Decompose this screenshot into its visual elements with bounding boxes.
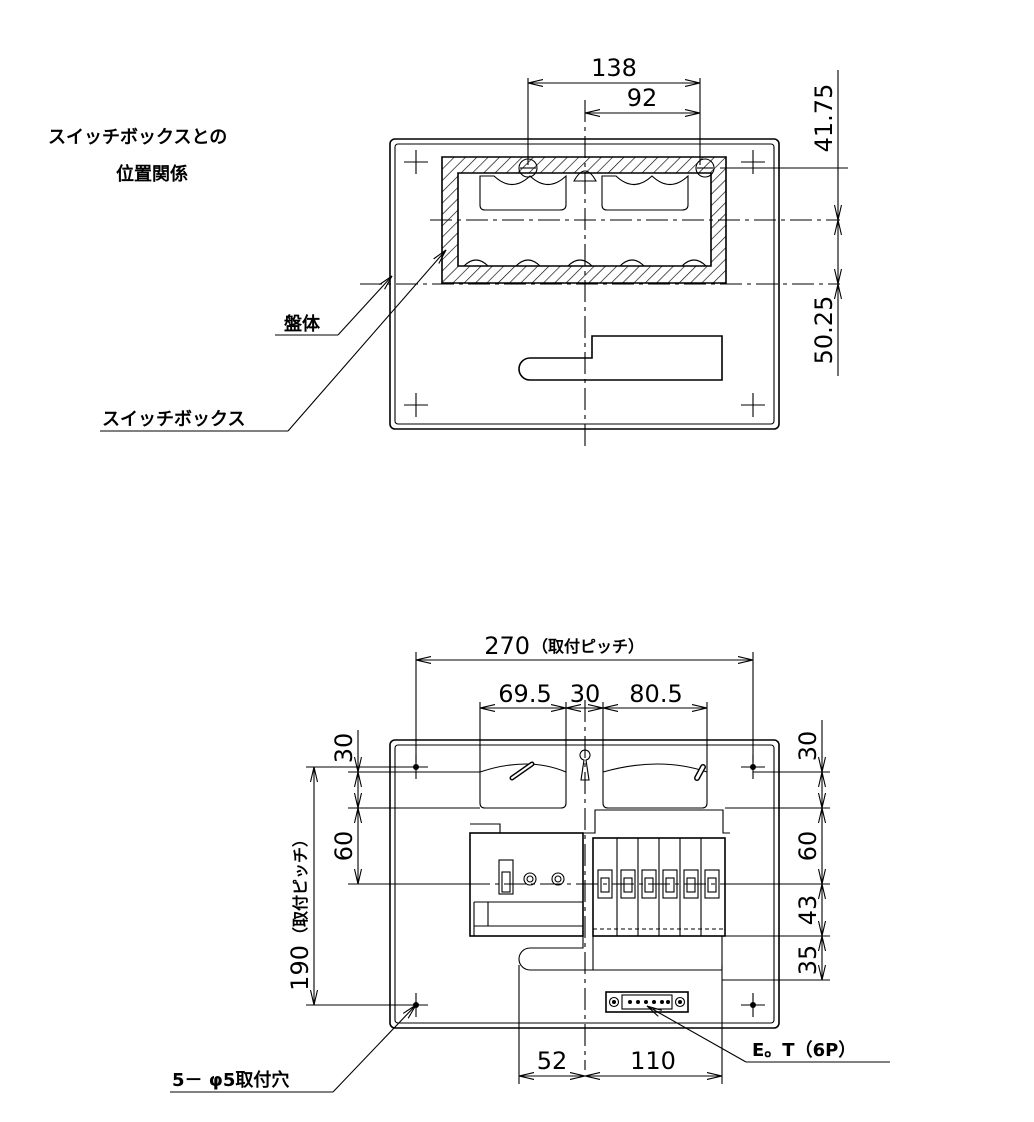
dim-43-label: 43 bbox=[794, 895, 822, 926]
dim-bottom-front: 52 110 bbox=[518, 965, 723, 1084]
leader-mounting-holes: 5－ φ5取付穴 bbox=[170, 1005, 416, 1093]
dim-right-top: 41.75 50.25 bbox=[720, 70, 848, 376]
dim-right-front: 30 60 43 35 bbox=[722, 720, 830, 981]
top-view-title-line1: スイッチボックスとの bbox=[48, 127, 227, 148]
dim-270-note: （取付ピッチ） bbox=[532, 637, 644, 656]
leader-panel: 盤体 bbox=[275, 276, 392, 336]
dim-30-mid-label: 30 bbox=[570, 680, 601, 708]
label-panel-body: 盤体 bbox=[284, 313, 321, 335]
dim-30-left-label: 30 bbox=[330, 733, 358, 764]
dim-92: 92 bbox=[585, 84, 700, 113]
dim-69-5-label: 69.5 bbox=[498, 680, 551, 708]
dim-60-left-label: 60 bbox=[330, 831, 358, 862]
label-mounting-holes: 5－ φ5取付穴 bbox=[172, 1069, 289, 1091]
dim-41-75-label: 41.75 bbox=[810, 84, 838, 153]
dim-138: 138 bbox=[527, 54, 701, 165]
dim-92-label: 92 bbox=[627, 84, 658, 112]
earth-terminal bbox=[605, 991, 689, 1013]
switch-box-outline bbox=[441, 156, 727, 284]
top-view: スイッチボックスとの 位置関係 bbox=[48, 54, 848, 448]
dim-30-right-label: 30 bbox=[794, 731, 822, 762]
dim-left-front: 30 60 190 （取付ピッチ） bbox=[286, 730, 480, 1006]
dim-52-label: 52 bbox=[537, 1047, 568, 1075]
dim-50-25-label: 50.25 bbox=[810, 296, 838, 365]
dim-270: 270 （取付ピッチ） bbox=[415, 632, 754, 762]
dim-35-label: 35 bbox=[794, 945, 822, 976]
dim-270-value: 270 bbox=[484, 632, 530, 660]
dim-row-knockouts: 69.5 30 80.5 bbox=[479, 680, 708, 772]
mount-crosses-top bbox=[404, 150, 765, 417]
label-switch-box: スイッチボックス bbox=[102, 409, 245, 430]
knockouts-front bbox=[479, 749, 708, 809]
knockouts-top bbox=[463, 170, 707, 267]
dim-80-5-label: 80.5 bbox=[629, 680, 682, 708]
center-lines-top bbox=[360, 100, 840, 448]
label-earth-terminal: E。T（6P） bbox=[752, 1040, 856, 1061]
dim-138-label: 138 bbox=[591, 54, 637, 82]
dim-190-value: 190 bbox=[286, 945, 314, 991]
branch-breakers bbox=[592, 837, 726, 937]
dim-110-label: 110 bbox=[630, 1047, 676, 1075]
slot-top bbox=[518, 335, 723, 381]
dim-190-note: （取付ピッチ） bbox=[291, 831, 310, 943]
leader-switchbox: スイッチボックス bbox=[100, 250, 446, 432]
dim-60-right-label: 60 bbox=[794, 831, 822, 862]
front-view: 270 （取付ピッチ） 69.5 30 80.5 30 60 bbox=[170, 632, 890, 1093]
main-breaker bbox=[469, 809, 730, 937]
slot-front bbox=[518, 936, 723, 971]
leader-earth-terminal: E。T（6P） bbox=[647, 1006, 890, 1063]
top-view-title-line2: 位置関係 bbox=[116, 163, 188, 185]
